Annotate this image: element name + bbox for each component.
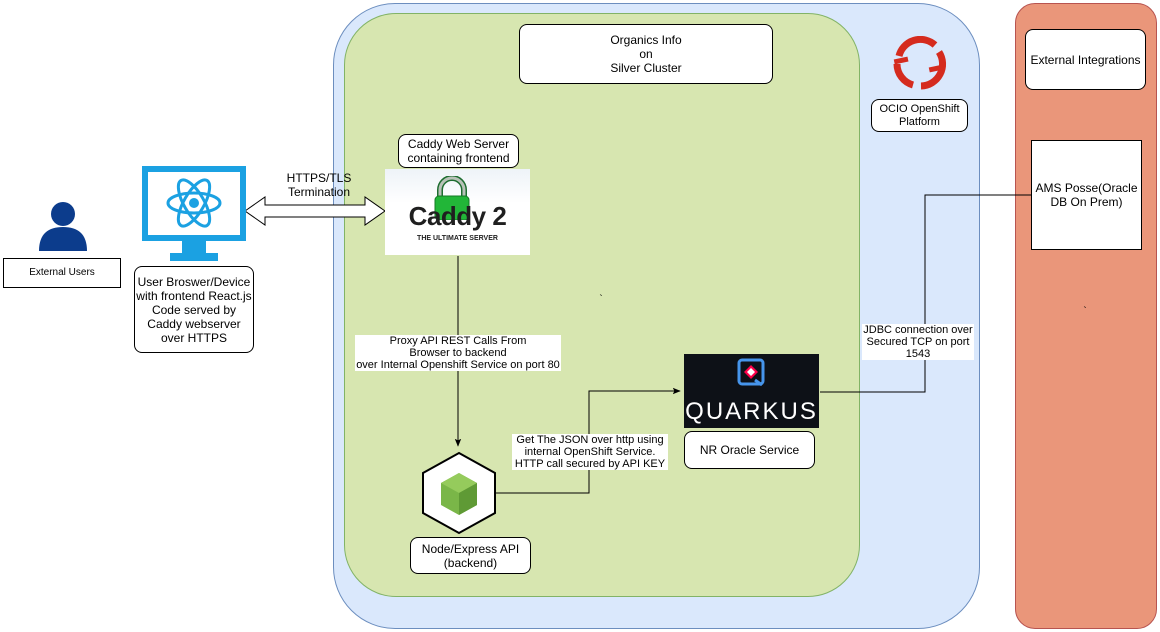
json-api-label: Get The JSON over http using internal Op… (512, 434, 668, 470)
padlock-icon (434, 176, 470, 220)
external-integrations-label: External Integrations (1025, 29, 1146, 90)
react-monitor-icon (142, 166, 246, 261)
node-express-api-label: Node/Express API (backend) (410, 537, 531, 574)
external-users-label: External Users (3, 258, 121, 288)
caddy-web-server-label: Caddy Web Server containing frontend (398, 134, 519, 168)
quarkus-icon (737, 358, 765, 386)
ams-posse-db: AMS Posse(Oracle DB On Prem) (1031, 140, 1142, 250)
nr-oracle-service-label: NR Oracle Service (684, 431, 815, 469)
https-double-arrow (244, 196, 386, 226)
jdbc-connection-label: JDBC connection over Secured TCP on port… (862, 324, 974, 360)
user-icon (39, 202, 87, 251)
jdbc-connector (820, 194, 1031, 393)
tick-mark: ` (599, 294, 603, 305)
caddy-logo-tagline: THE ULTIMATE SERVER (417, 235, 498, 242)
proxy-api-label: Proxy API REST Calls From Browser to bac… (355, 335, 561, 371)
nodejs-icon (422, 451, 496, 535)
tick-mark: ` (1083, 306, 1087, 317)
https-tls-label: HTTPS/TLS Termination (286, 171, 352, 199)
caddy-logo-name: Caddy 2 (408, 201, 507, 231)
platform-label: OCIO OpenShift Platform (871, 99, 968, 132)
quarkus-logo-name: QUARKUS (685, 398, 818, 425)
external-integrations-container (1015, 3, 1157, 629)
cluster-title: Organics Info on Silver Cluster (519, 24, 773, 84)
caddy-logo: Caddy 2 THE ULTIMATE SERVER (385, 169, 530, 255)
openshift-icon (893, 36, 947, 90)
browser-label: User Broswer/Device with frontend React.… (134, 266, 254, 353)
quarkus-logo: QUARKUS (684, 354, 819, 428)
